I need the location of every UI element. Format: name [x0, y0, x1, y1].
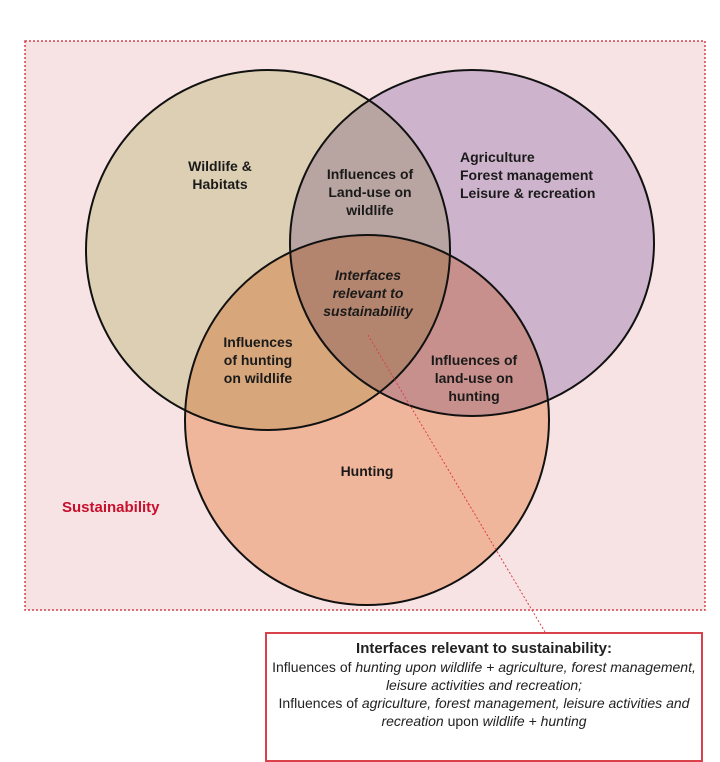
wildlife-landuse-label: Influences of Land-use on wildlife	[326, 166, 414, 218]
callout-line-2: Influences of agriculture, forest manage…	[278, 695, 690, 729]
landuse-label: Agriculture Forest management Leisure & …	[460, 149, 596, 201]
callout-box: Interfaces relevant to sustainability: I…	[265, 632, 703, 762]
callout-title: Interfaces relevant to sustainability:	[356, 640, 612, 657]
center-label: Interfaces relevant to sustainability	[323, 267, 413, 319]
wildlife-hunting-label: Influences of hunting on wildlife	[223, 334, 293, 386]
hunting-circle	[185, 235, 549, 605]
landuse-hunting-label: Influences of land-use on hunting	[430, 352, 518, 404]
hunting-label: Hunting	[340, 463, 394, 479]
wildlife-label: Wildlife & Habitats	[188, 158, 252, 192]
callout-connector	[367, 334, 546, 633]
callout-line-1: Influences of hunting upon wildlife + ag…	[272, 659, 696, 693]
sustainability-label: Sustainability	[62, 499, 160, 516]
